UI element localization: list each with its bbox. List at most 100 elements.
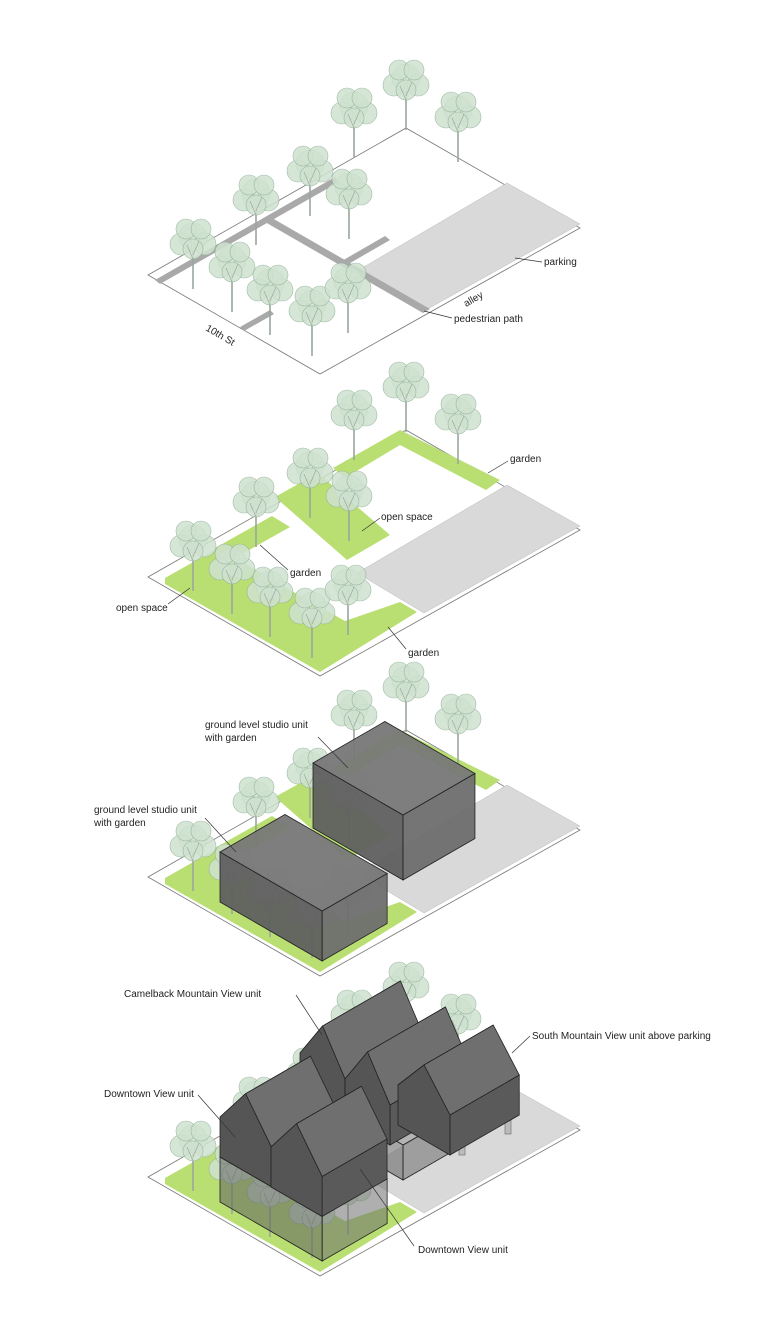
tree-canopy — [395, 79, 417, 101]
parking-area — [356, 484, 581, 614]
path-stub — [340, 236, 390, 266]
tree — [208, 241, 256, 312]
tree-branch — [303, 473, 311, 489]
tree-canopy — [259, 284, 281, 306]
layer-upper-units — [147, 961, 581, 1277]
tree-branch — [341, 590, 349, 606]
label-garden-bottom: garden — [408, 648, 439, 659]
tree-branch — [309, 469, 317, 485]
tree-canopy — [190, 218, 212, 240]
tree — [208, 543, 256, 614]
tree-branch — [231, 263, 239, 279]
tree-branch — [353, 711, 361, 727]
tree-branch — [309, 167, 317, 183]
tree-branch — [405, 383, 413, 399]
tree-canopy — [455, 91, 477, 113]
tree-branch — [341, 288, 349, 304]
tree-branch — [342, 194, 350, 210]
tree-branch — [303, 773, 311, 789]
tree-branch — [405, 81, 413, 97]
tree-canopy — [447, 111, 469, 133]
house-gable-end — [397, 1064, 451, 1156]
tree-branch — [451, 1019, 459, 1035]
tree-canopy — [343, 107, 365, 129]
tree — [286, 447, 334, 518]
tree-branch — [186, 546, 194, 562]
tree-branch — [231, 565, 239, 581]
tree-canopy — [403, 59, 425, 81]
label-south-mountain-unit: South Mountain View unit above parking — [532, 1031, 711, 1042]
tree-canopy — [351, 87, 373, 109]
tree-branch — [225, 267, 233, 283]
tree — [286, 145, 334, 216]
tree-branch — [255, 798, 263, 814]
tree — [330, 87, 378, 158]
tree-branch — [347, 715, 355, 731]
tree-branch — [451, 719, 459, 735]
tree-canopy — [299, 165, 321, 187]
tree — [232, 476, 280, 547]
tree-canopy — [337, 282, 359, 304]
tree — [382, 961, 430, 1032]
building-roof — [219, 814, 388, 912]
green-area — [275, 473, 390, 560]
house-gable-end — [270, 1123, 323, 1218]
tree-branch — [192, 1142, 200, 1158]
tree — [434, 693, 482, 764]
label-studio-back-2: with garden — [204, 733, 257, 744]
tree-canopy — [455, 993, 477, 1015]
tree-canopy — [299, 467, 321, 489]
tree — [330, 389, 378, 460]
tree-branch — [249, 502, 257, 518]
tree-branch — [305, 311, 313, 327]
tree-branch — [269, 286, 277, 302]
tree-branch — [457, 415, 465, 431]
tree-canopy — [259, 586, 281, 608]
tree-canopy — [253, 776, 275, 798]
green-area — [333, 430, 500, 490]
tree-canopy — [338, 188, 360, 210]
tree — [288, 285, 336, 356]
label-open-space-mid: open space — [381, 512, 433, 523]
tree-canopy — [403, 661, 425, 683]
tree-canopy — [182, 840, 204, 862]
tree-branch — [192, 542, 200, 558]
building-roof — [312, 721, 476, 816]
tree-branch — [353, 411, 361, 427]
tree-canopy — [346, 470, 368, 492]
tree-canopy — [229, 241, 251, 263]
tree — [169, 1120, 217, 1191]
tree — [288, 587, 336, 658]
tree-canopy — [345, 564, 367, 586]
sidewalk-path — [155, 177, 339, 284]
tree-canopy — [343, 709, 365, 731]
tree-canopy — [245, 796, 267, 818]
tree — [232, 174, 280, 245]
tree-branch — [303, 171, 311, 187]
tree — [169, 218, 217, 289]
tree — [382, 59, 430, 130]
tree-canopy — [343, 409, 365, 431]
tree-canopy — [307, 145, 329, 167]
tree-canopy — [245, 496, 267, 518]
tree — [325, 168, 373, 239]
tree-branch — [347, 113, 355, 129]
tree-branch — [305, 613, 313, 629]
tree — [382, 361, 430, 432]
tree-canopy — [253, 174, 275, 196]
layer-landscape — [147, 361, 581, 677]
tree-branch — [192, 842, 200, 858]
tree-canopy — [267, 566, 289, 588]
tree-canopy — [190, 1120, 212, 1142]
tree-canopy — [346, 168, 368, 190]
tree-branch — [186, 1146, 194, 1162]
tree-branch — [255, 498, 263, 514]
tree-branch — [457, 1015, 465, 1031]
tree-branch — [347, 284, 355, 300]
tree-canopy — [182, 540, 204, 562]
tree-canopy — [253, 476, 275, 498]
label-studio-back-1: ground level studio unit — [205, 720, 308, 731]
tree-canopy — [301, 305, 323, 327]
tree-canopy — [267, 264, 289, 286]
